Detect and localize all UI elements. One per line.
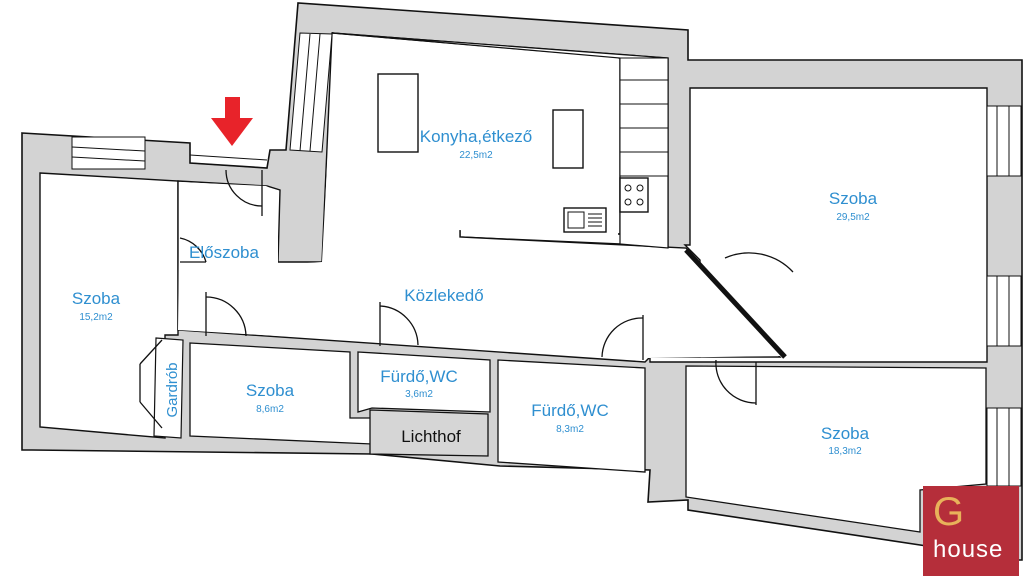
logo-letter: G (933, 490, 965, 534)
entrance-arrow-icon (211, 97, 253, 146)
room-left-area: 15,2m2 (79, 312, 113, 323)
g-house-logo: G house (923, 486, 1019, 576)
kitchen-name: Konyha,étkező (420, 127, 532, 146)
bath-small-area: 3,6m2 (405, 389, 433, 400)
bath-large-name: Fürdő,WC (531, 401, 608, 420)
bath-large-area: 8,3m2 (556, 424, 584, 435)
room-right-bottom-name: Szoba (821, 424, 870, 443)
room-right-bottom-area: 18,3m2 (828, 446, 862, 457)
room-small-area: 8,6m2 (256, 404, 284, 415)
kitchen-furniture (377, 73, 649, 233)
windows (71, 32, 1022, 487)
room-left-name: Szoba (72, 289, 121, 308)
interior-floor (153, 32, 987, 533)
room-labels: Konyha,étkező 22,5m2 Szoba 29,5m2 Előszo… (72, 127, 878, 457)
room-right-top-name: Szoba (829, 189, 878, 208)
logo-word: house (933, 536, 1004, 563)
room-right-top-area: 29,5m2 (836, 212, 870, 223)
entry-name: Előszoba (189, 243, 259, 262)
kitchen-area: 22,5m2 (459, 150, 493, 161)
bath-small-name: Fürdő,WC (380, 367, 457, 386)
doors (139, 169, 794, 429)
lightwell-name: Lichthof (401, 427, 461, 446)
wardrobe-name: Gardrób (164, 362, 181, 417)
room-small-name: Szoba (246, 381, 295, 400)
corridor-name: Közlekedő (404, 286, 483, 305)
